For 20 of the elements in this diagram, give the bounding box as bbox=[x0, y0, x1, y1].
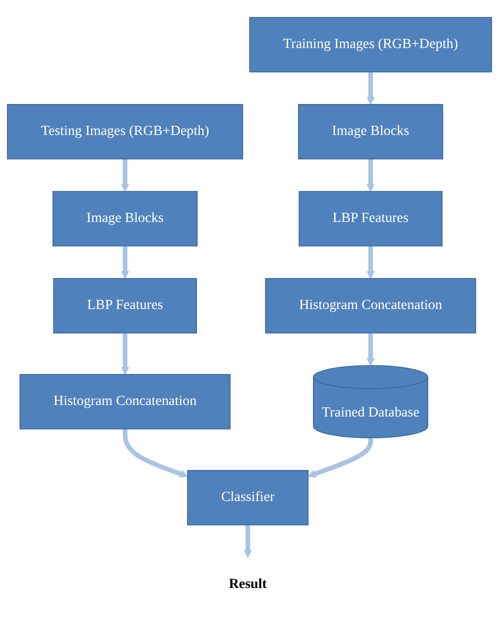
arrow bbox=[120, 332, 130, 375]
node-box: Training Images (RGB+Depth) bbox=[249, 16, 492, 72]
arrow bbox=[122, 428, 188, 478]
node-box: LBP Features bbox=[298, 190, 443, 246]
node-box: LBP Features bbox=[53, 278, 197, 334]
node-box: Image Blocks bbox=[52, 190, 198, 246]
arrow bbox=[366, 246, 375, 279]
arrow bbox=[308, 438, 373, 478]
node-box: Testing Images (RGB+Depth) bbox=[6, 104, 244, 160]
arrow bbox=[366, 72, 375, 105]
node-box: Image Blocks bbox=[298, 104, 444, 160]
node-box: Histogram Concatenation bbox=[265, 278, 476, 334]
arrow bbox=[244, 524, 252, 558]
arrow bbox=[366, 332, 375, 366]
arrow bbox=[120, 246, 130, 279]
arrow bbox=[366, 158, 375, 192]
node-text: Result bbox=[228, 576, 267, 592]
arrow bbox=[120, 158, 130, 192]
node-box: Classifier bbox=[187, 470, 309, 526]
node-box: Histogram Concatenation bbox=[20, 374, 231, 430]
